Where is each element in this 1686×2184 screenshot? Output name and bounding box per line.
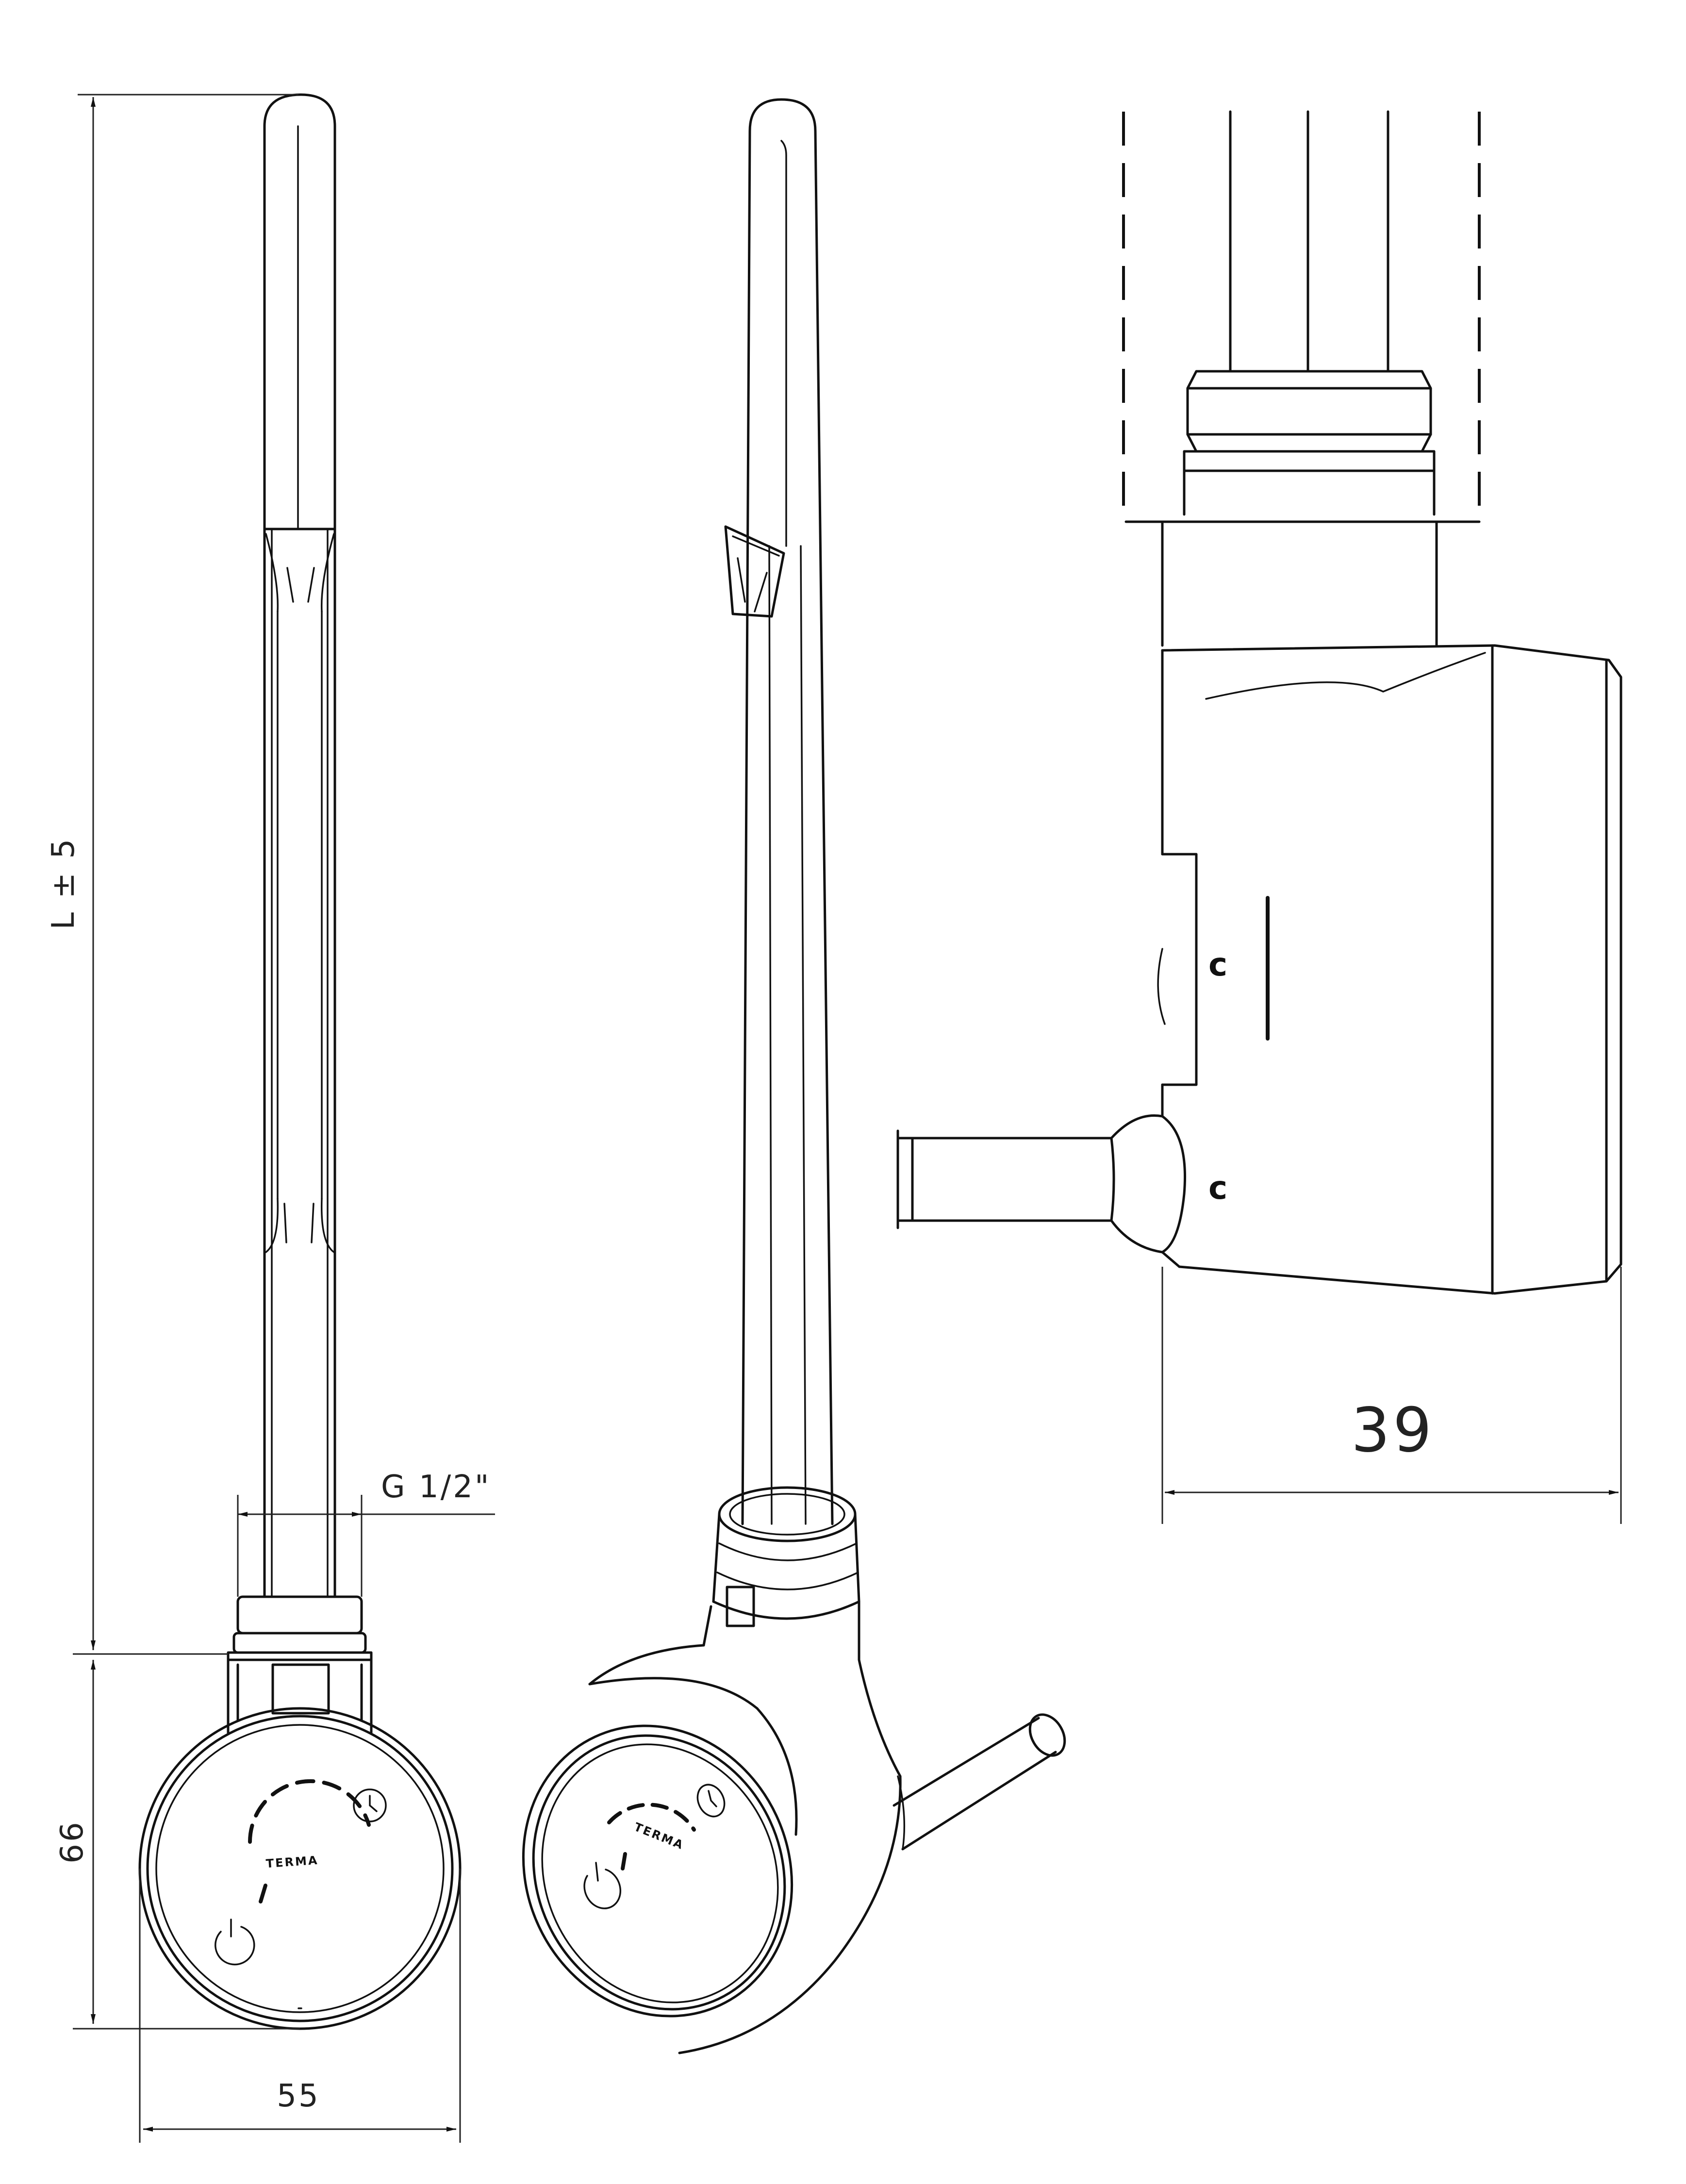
- head-width-label: 55: [277, 2078, 320, 2114]
- neck-housing: [227, 1658, 373, 1734]
- side-view: TERMA: [522, 98, 1066, 2054]
- side-indicator-arc: [607, 1803, 696, 1832]
- clock-icon[interactable]: [353, 1788, 387, 1822]
- body-mark-lower: c: [1208, 1169, 1227, 1207]
- heating-rod-outline: [263, 93, 336, 1598]
- side-clock-icon[interactable]: [693, 1780, 729, 1821]
- thread-nut: [227, 1595, 373, 1661]
- dimension-length: L ± 5: [46, 94, 298, 1655]
- side-control-head: [522, 1677, 798, 2018]
- head-depth-label: 39: [1351, 1394, 1435, 1466]
- control-head: [138, 1707, 462, 2030]
- side-rod-outline: [741, 98, 834, 1525]
- side-sensor-sleeve: [724, 525, 785, 618]
- brand-logo: TERMA: [265, 1853, 319, 1871]
- detail-housing: c c: [1157, 644, 1622, 1295]
- front-view: TERMA: [138, 93, 462, 2030]
- detail-thread-nut: [1183, 370, 1436, 516]
- detail-side-view: c c: [896, 110, 1622, 1295]
- detail-pipe: [896, 1114, 1187, 1268]
- control-panel: TERMA: [215, 1779, 387, 1966]
- side-housing: [588, 1600, 1066, 2054]
- side-power-icon[interactable]: [583, 1862, 622, 1909]
- body-mark-upper: c: [1208, 946, 1227, 983]
- side-control-panel: TERMA: [583, 1780, 729, 1909]
- dimension-head-height: 66: [54, 1653, 300, 2030]
- length-label: L ± 5: [46, 837, 82, 930]
- indicator-arc: [248, 1779, 371, 1844]
- sensor-sleeve: [263, 528, 336, 1253]
- side-pipe: [893, 1713, 1066, 1851]
- dimension-thread: G 1/2": [237, 1469, 495, 1597]
- dimension-head-depth: 39: [1161, 1267, 1622, 1524]
- dimension-head-width: 55: [139, 1869, 461, 2143]
- head-height-label: 66: [54, 1820, 90, 1863]
- thread-label: G 1/2": [381, 1469, 491, 1505]
- power-icon[interactable]: [215, 1919, 255, 1966]
- side-thread-nut: [712, 1486, 860, 1627]
- side-brand-logo: TERMA: [632, 1820, 686, 1853]
